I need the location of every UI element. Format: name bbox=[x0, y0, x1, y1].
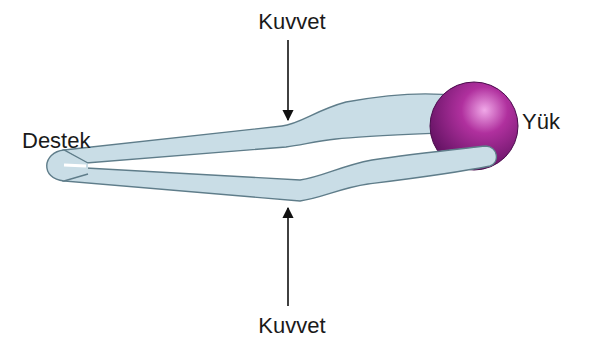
force-label: Kuvvet bbox=[258, 10, 325, 34]
lower-arm bbox=[64, 146, 496, 201]
support-label: Destek bbox=[22, 129, 90, 153]
load-label: Yük bbox=[522, 110, 560, 134]
force-arrow bbox=[287, 40, 289, 120]
hinge-tip bbox=[47, 150, 88, 181]
upper-arm bbox=[64, 94, 462, 163]
force-arrow bbox=[287, 208, 289, 306]
hinge-gap bbox=[64, 165, 86, 166]
force-label: Kuvvet bbox=[258, 314, 325, 338]
